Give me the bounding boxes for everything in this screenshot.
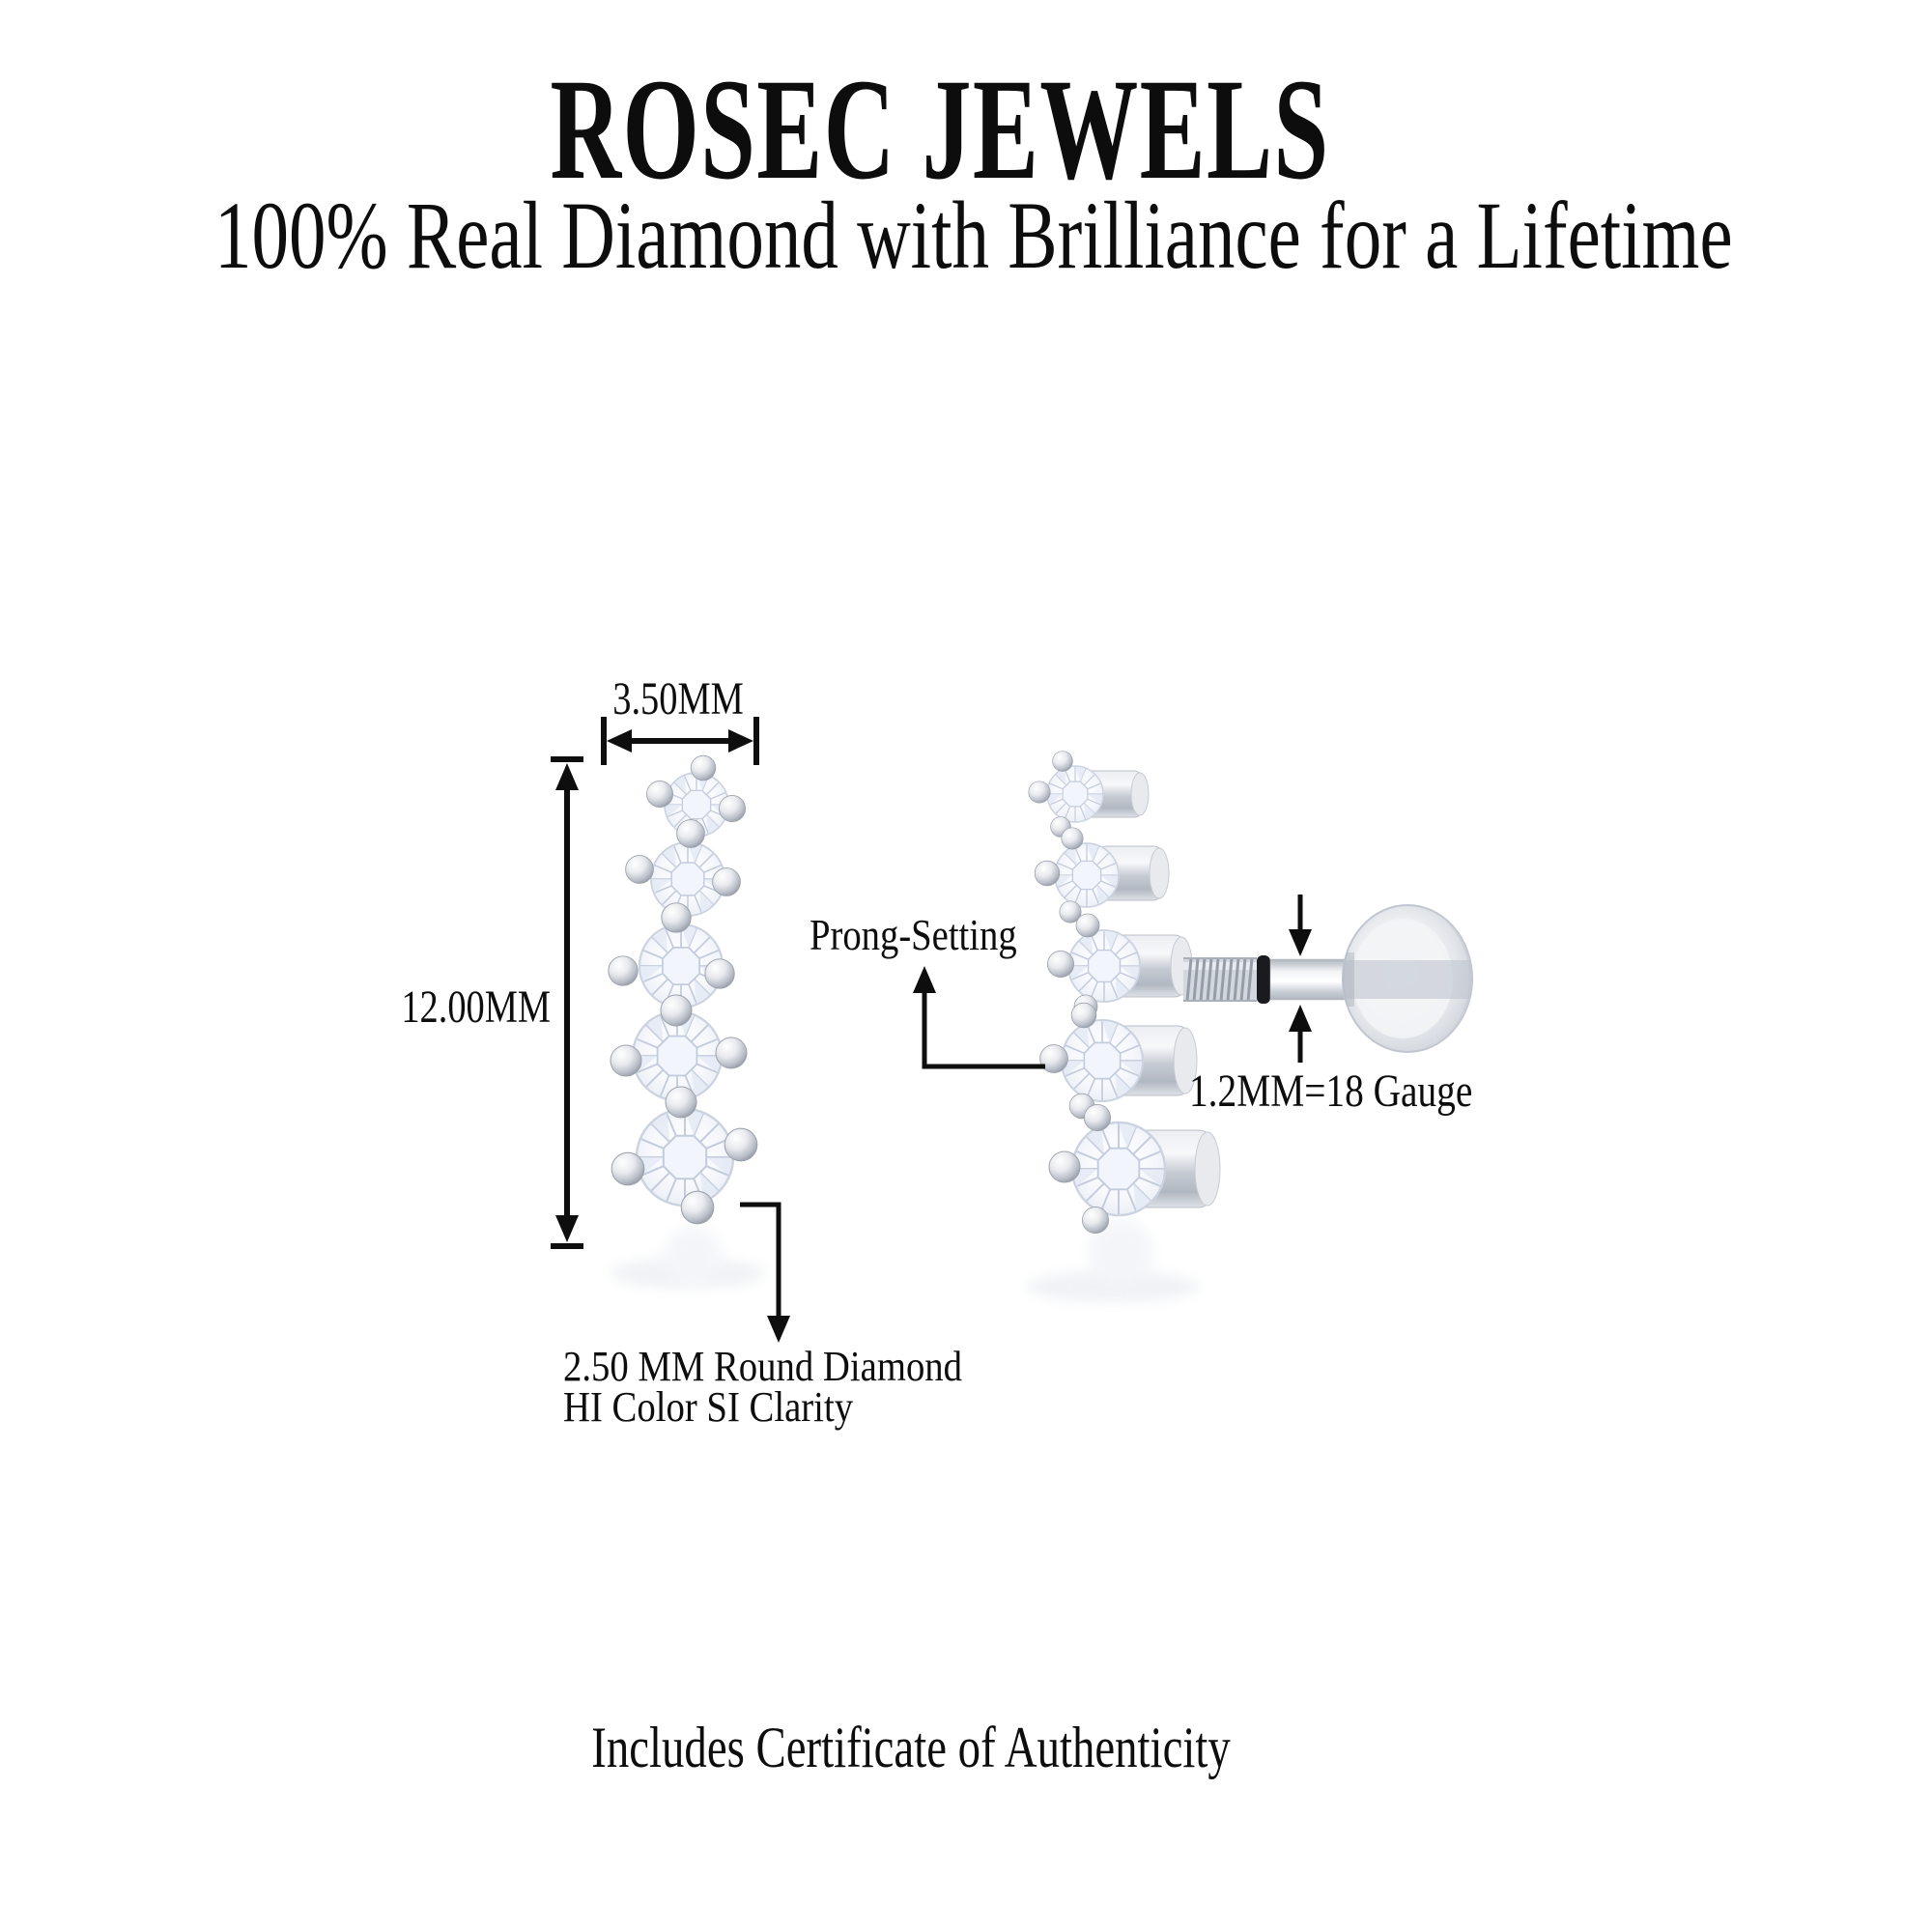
diamond [1060,1018,1145,1103]
gauge-dimension-label: 1.2MM=18 Gauge [1189,1065,1473,1117]
diamond [1046,765,1104,823]
diamond [1054,842,1120,908]
height-dimension-arrow [551,756,583,1249]
reflections [611,1219,1200,1302]
prong-setting-leader-arrow [913,966,1045,1069]
width-dimension-label: 3.50MM [612,673,744,724]
post-shaft [1269,958,1352,1001]
height-dimension-label: 12.00MM [401,981,551,1033]
width-dimension-arrow [601,717,759,765]
front-view-earring [608,754,758,1225]
brand-title: ROSEC JEWELS [550,49,1330,210]
side-view-earring [1028,751,1473,1235]
diamond-spec-line1: 2.50 MM Round Diamond [563,1343,963,1390]
brand-tagline: 100% Real Diamond with Brilliance for a … [214,182,1733,289]
o-ring [1257,955,1270,1004]
diamond [1070,1121,1167,1217]
threaded-post [1183,957,1257,1002]
certificate-note: Includes Certificate of Authenticity [591,1716,1231,1779]
diamond-spec-leader-arrow [740,1202,790,1343]
prong-setting-label: Prong-Setting [810,910,1017,959]
diamond [1067,929,1141,1003]
labret-disc-back [1342,904,1473,1053]
gauge-lower-arrow [1289,1005,1312,1063]
gauge-upper-arrow [1289,895,1312,956]
diamond-spec-line2: HI Color SI Clarity [563,1383,854,1431]
diamond-spec-label: 2.50 MM Round Diamond HI Color SI Clarit… [563,1343,963,1431]
diamond [635,1107,735,1208]
